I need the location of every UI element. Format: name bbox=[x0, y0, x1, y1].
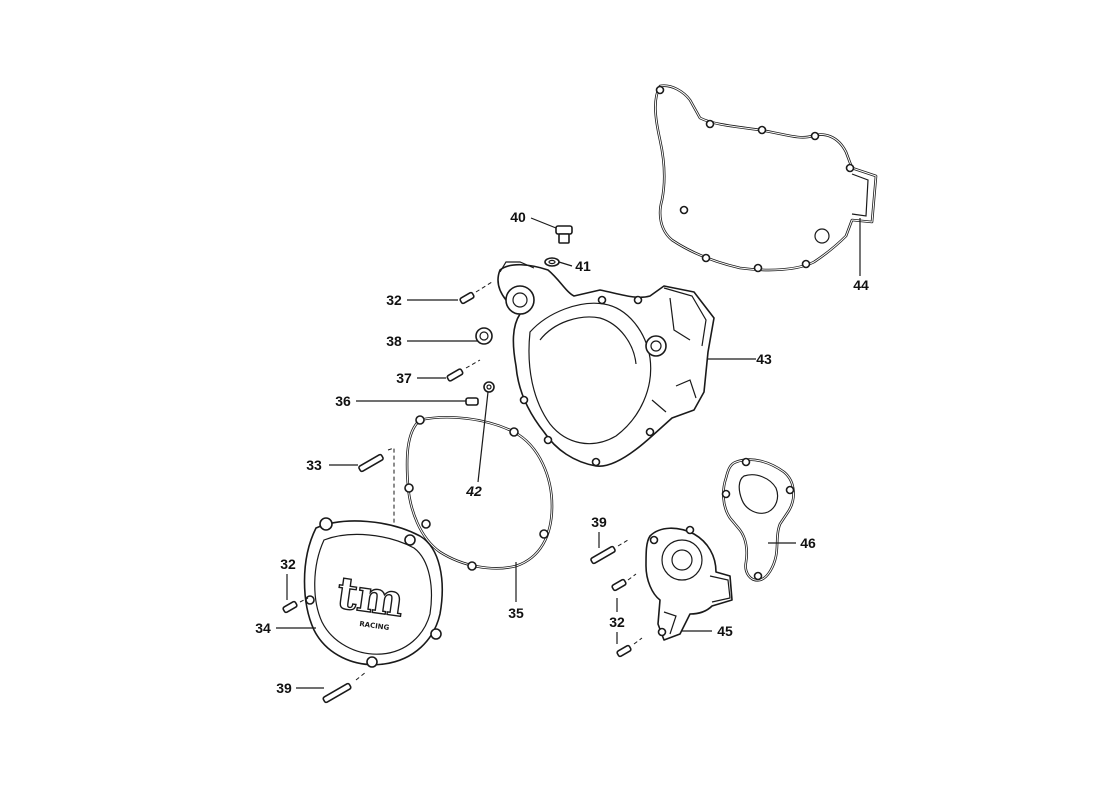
screw-32-right-upper bbox=[611, 573, 637, 592]
callout-39-right: 39 bbox=[591, 514, 607, 530]
callout-44: 44 bbox=[853, 277, 869, 293]
outer-cover-34: tm RACING bbox=[303, 517, 443, 668]
gasket-44 bbox=[654, 84, 878, 273]
gasket-35 bbox=[404, 415, 554, 571]
callout-32-top: 32 bbox=[386, 292, 402, 308]
callout-38: 38 bbox=[386, 333, 402, 349]
callout-45: 45 bbox=[717, 623, 733, 639]
leader-lines bbox=[276, 217, 861, 689]
plug-40 bbox=[555, 225, 573, 244]
inner-cover-43 bbox=[497, 261, 715, 467]
callout-36: 36 bbox=[335, 393, 351, 409]
callout-labels: 32 38 37 36 33 42 40 41 43 44 32 34 35 3… bbox=[255, 209, 869, 696]
screw-32-left bbox=[282, 597, 309, 614]
callout-40: 40 bbox=[510, 209, 526, 225]
screw-32-top bbox=[459, 281, 493, 305]
callout-32-right: 32 bbox=[609, 614, 625, 630]
callout-35: 35 bbox=[508, 605, 524, 621]
callout-42: 42 bbox=[465, 483, 482, 499]
callout-41: 41 bbox=[575, 258, 591, 274]
callout-46: 46 bbox=[800, 535, 816, 551]
screw-32-right-lower bbox=[616, 637, 643, 658]
seal-38 bbox=[475, 327, 493, 345]
bolt-39-right bbox=[590, 539, 629, 565]
callout-37: 37 bbox=[396, 370, 412, 386]
screw-37 bbox=[446, 359, 481, 382]
callout-33: 33 bbox=[306, 457, 322, 473]
washer-41 bbox=[544, 257, 560, 267]
callout-34: 34 bbox=[255, 620, 271, 636]
callout-43: 43 bbox=[756, 351, 772, 367]
gasket-46 bbox=[721, 457, 795, 582]
washer-42 bbox=[483, 381, 495, 393]
screw-36 bbox=[465, 397, 479, 406]
callout-32-left: 32 bbox=[280, 556, 296, 572]
logo-main: tm bbox=[334, 568, 407, 628]
callout-39-bottom: 39 bbox=[276, 680, 292, 696]
bolt-39-bottom bbox=[322, 671, 367, 704]
water-pump-45 bbox=[645, 525, 733, 641]
